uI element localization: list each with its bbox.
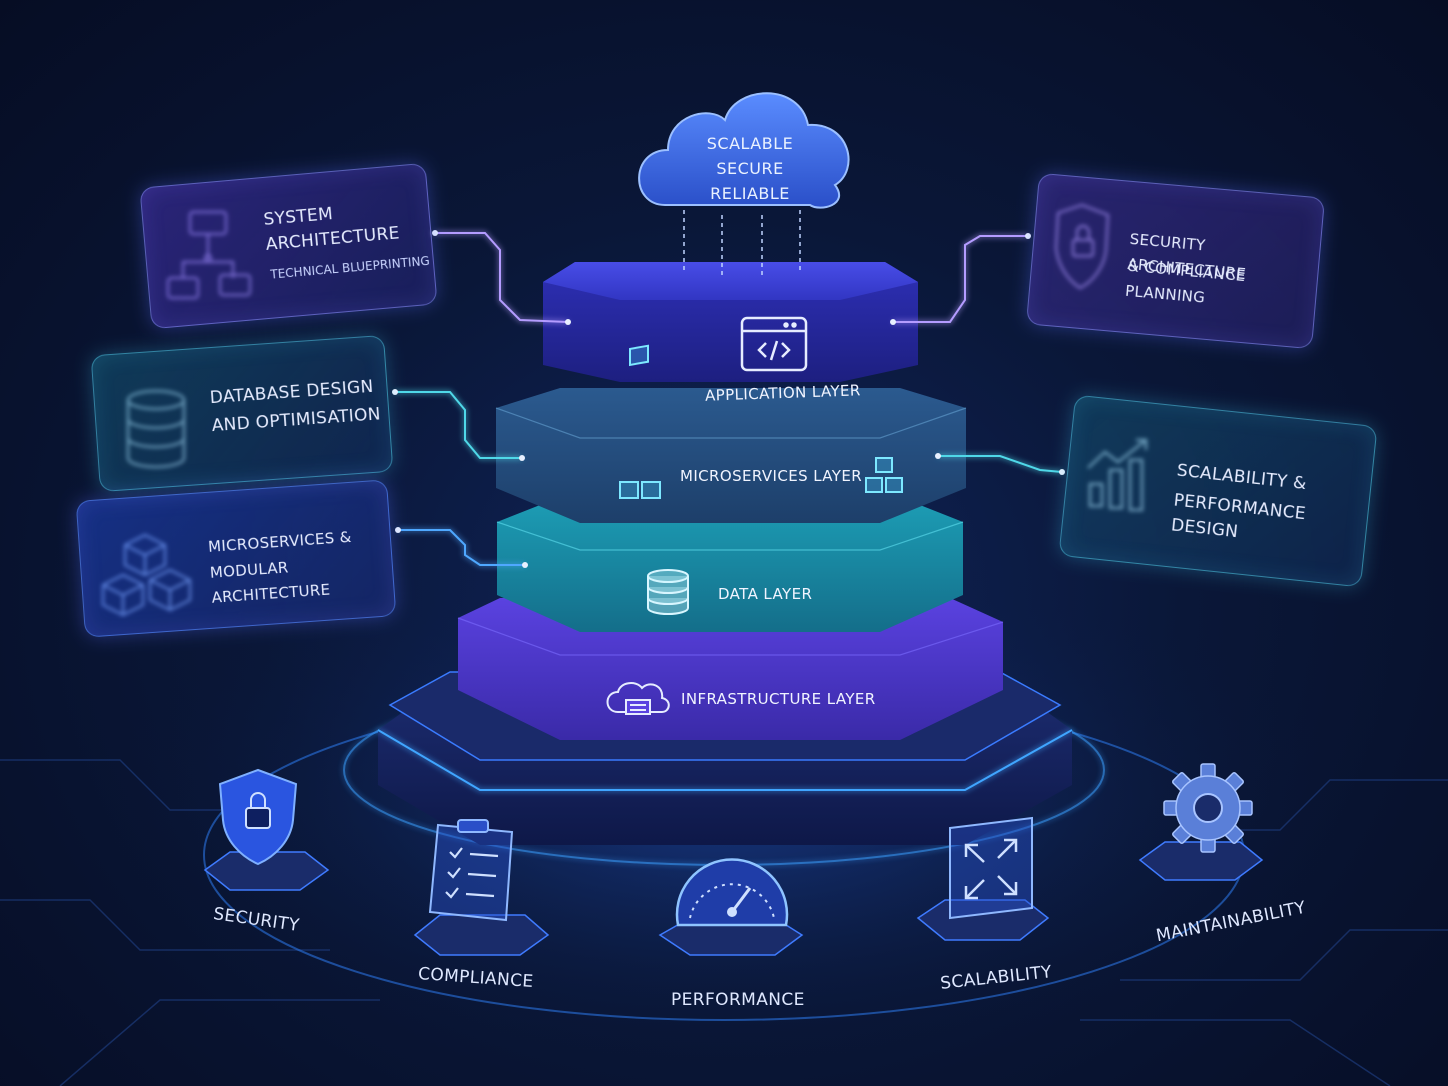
cubes-icon-right xyxy=(865,457,903,493)
performance-pillar xyxy=(658,858,804,956)
infrastructure-layer-block xyxy=(457,598,1004,740)
security-architecture-card: Security Architecture & Compliance Plann… xyxy=(1025,172,1326,350)
cloud-text-secure: Secure xyxy=(716,159,784,178)
cloud-text-reliable: Reliable xyxy=(710,184,790,203)
card-subtitle: Technical Blueprinting xyxy=(269,253,431,282)
security-pillar xyxy=(203,768,330,891)
code-window-icon xyxy=(740,316,808,372)
cloud-server-icon xyxy=(606,682,670,715)
infrastructure-layer-label: Infrastructure Layer xyxy=(681,690,876,708)
speedometer-icon xyxy=(675,858,789,927)
cloud-connectors xyxy=(683,210,801,275)
expand-arrows-icon xyxy=(949,816,1033,920)
data-layer-block xyxy=(496,505,964,632)
performance-label: Performance xyxy=(671,990,805,1010)
cloud-text-scalable: Scalable xyxy=(706,134,794,153)
clipboard-checklist-icon xyxy=(428,819,514,922)
database-design-card: Database Design and Optimisation xyxy=(90,334,394,493)
cloud-icon xyxy=(638,92,850,209)
microservices-architecture-card: Microservices & Modular Architecture xyxy=(75,479,397,638)
scalability-pillar xyxy=(916,816,1050,941)
maintainability-pillar xyxy=(1138,763,1264,881)
system-architecture-card: System Architecture Technical Blueprinti… xyxy=(139,162,438,330)
data-layer-label: Data Layer xyxy=(718,585,813,603)
card-title-line2: Performance Design xyxy=(1170,490,1307,543)
compliance-pillar xyxy=(413,819,550,956)
database-icon xyxy=(647,569,689,615)
scalability-performance-card: Scalability & Performance Design xyxy=(1058,394,1378,588)
application-layer-block xyxy=(543,262,918,382)
microservices-layer-block xyxy=(495,388,967,523)
microservices-layer-label: Microservices Layer xyxy=(680,467,863,485)
gear-icon xyxy=(1163,763,1253,853)
card-connectors xyxy=(395,232,1063,566)
connector-dots xyxy=(392,230,1065,568)
cubes-icon xyxy=(619,344,661,499)
